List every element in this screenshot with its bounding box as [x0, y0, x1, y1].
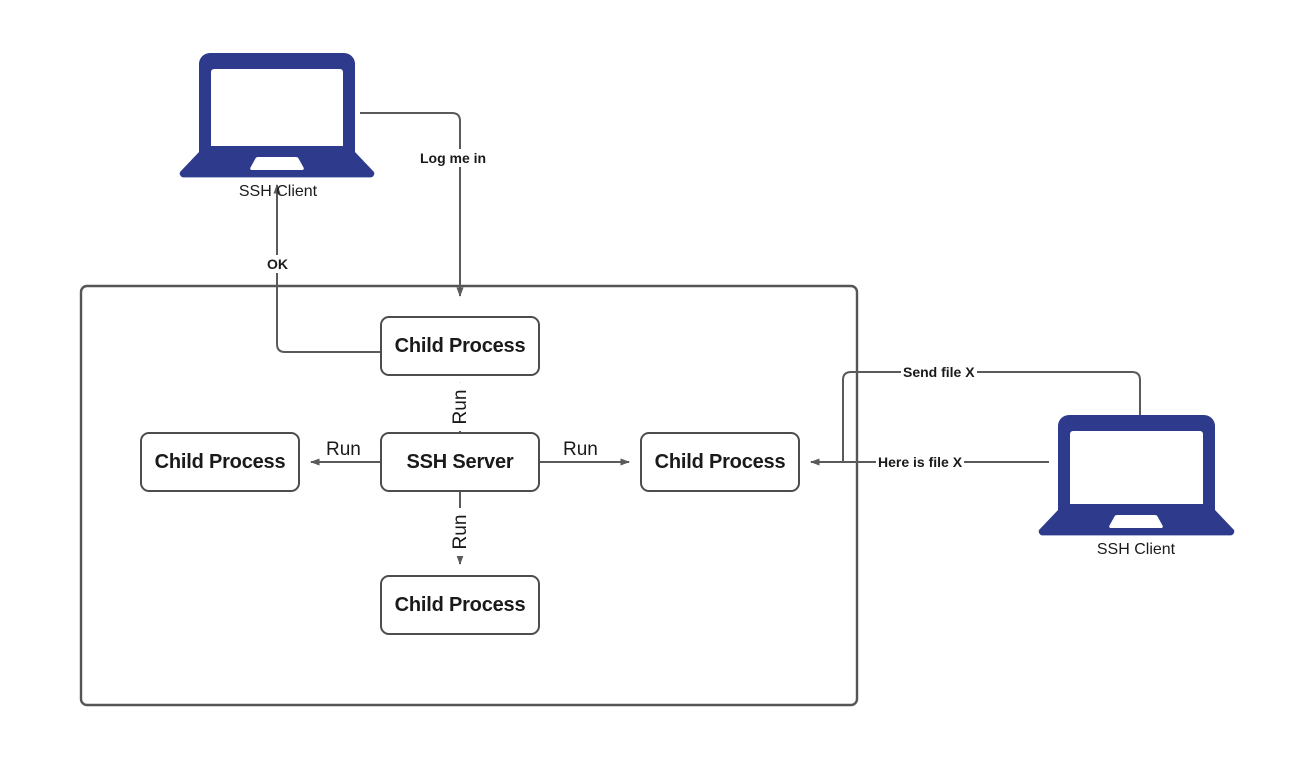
- process-box-label: SSH Server: [406, 450, 514, 473]
- caption-ssh-client-right: SSH Client: [1096, 541, 1176, 558]
- process-box-label: Child Process: [654, 450, 786, 473]
- process-box-ssh-server[interactable]: SSH Server: [380, 432, 540, 492]
- edge-label-run-right: Run: [561, 439, 600, 460]
- ssh-server-host-boundary: [79, 284, 859, 707]
- process-box-label: Child Process: [394, 593, 526, 616]
- process-box-child-left[interactable]: Child Process: [140, 432, 300, 492]
- process-box-child-right[interactable]: Child Process: [640, 432, 800, 492]
- edge-log-me-in: [360, 112, 464, 297]
- edge-label-run-up: Run: [450, 383, 471, 431]
- laptop-icon-ssh-client-top: [179, 53, 375, 178]
- edge-label-ok: OK: [265, 255, 290, 273]
- process-box-label: Child Process: [394, 334, 526, 357]
- caption-ssh-client-top: SSH Client: [238, 183, 318, 200]
- edge-label-run-down: Run: [450, 508, 471, 556]
- edge-label-run-left: Run: [324, 439, 363, 460]
- process-box-child-top[interactable]: Child Process: [380, 316, 540, 376]
- edge-ok: [273, 184, 380, 353]
- edge-label-here-is-file-x: Here is file X: [876, 453, 965, 471]
- laptop-icon-ssh-client-right: [1038, 415, 1235, 536]
- edge-send-file-x: [842, 371, 1141, 462]
- edge-label-log-me-in: Log me in: [418, 149, 489, 167]
- process-box-child-bottom[interactable]: Child Process: [380, 575, 540, 635]
- process-box-label: Child Process: [154, 450, 286, 473]
- edge-label-send-file-x: Send file X: [901, 363, 977, 381]
